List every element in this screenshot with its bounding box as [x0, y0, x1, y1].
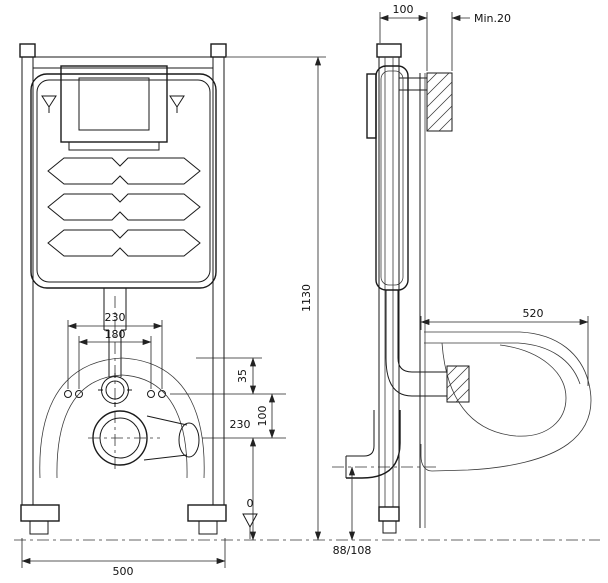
dim-front-width-label: 500 — [113, 565, 134, 578]
front-view — [19, 43, 227, 535]
cistern-side — [366, 65, 409, 291]
dim-floor-level-label: 0 — [247, 497, 254, 510]
frame-rail-side — [376, 43, 427, 508]
flush-plate — [41, 65, 185, 151]
bowl-outline-front — [39, 357, 205, 479]
cistern-ribs — [47, 157, 201, 257]
flush-pipe-side — [385, 290, 470, 403]
dim-outlet-height-label: 88/108 — [333, 544, 372, 557]
frame-rails — [19, 43, 227, 506]
floor-level-mark — [242, 513, 258, 529]
dim-outlet-offset-label: 100 — [256, 406, 269, 427]
bowl-outline-side — [420, 331, 592, 472]
frame-feet — [20, 504, 227, 535]
dim-offset-small-label: 35 — [236, 369, 249, 383]
dim-outlet-floor-label: 230 — [230, 418, 251, 431]
outlet-front — [88, 410, 200, 466]
frame-foot-side — [378, 506, 400, 534]
side-view — [332, 43, 592, 534]
dim-wall-min-label: Min.20 — [474, 12, 511, 25]
dim-fixing-outer-label: 230 — [105, 311, 126, 324]
dimensions: 230 180 500 1130 35 100 230 0 100 Min.20 — [21, 3, 589, 578]
wall-section — [419, 72, 453, 528]
dim-fixing-inner-label: 180 — [105, 328, 126, 341]
flush-bend — [98, 373, 132, 407]
cistern — [30, 73, 217, 289]
dim-frame-depth-label: 100 — [393, 3, 414, 16]
dim-front-height-label: 1130 — [300, 284, 313, 312]
dim-bowl-depth-label: 520 — [523, 307, 544, 320]
